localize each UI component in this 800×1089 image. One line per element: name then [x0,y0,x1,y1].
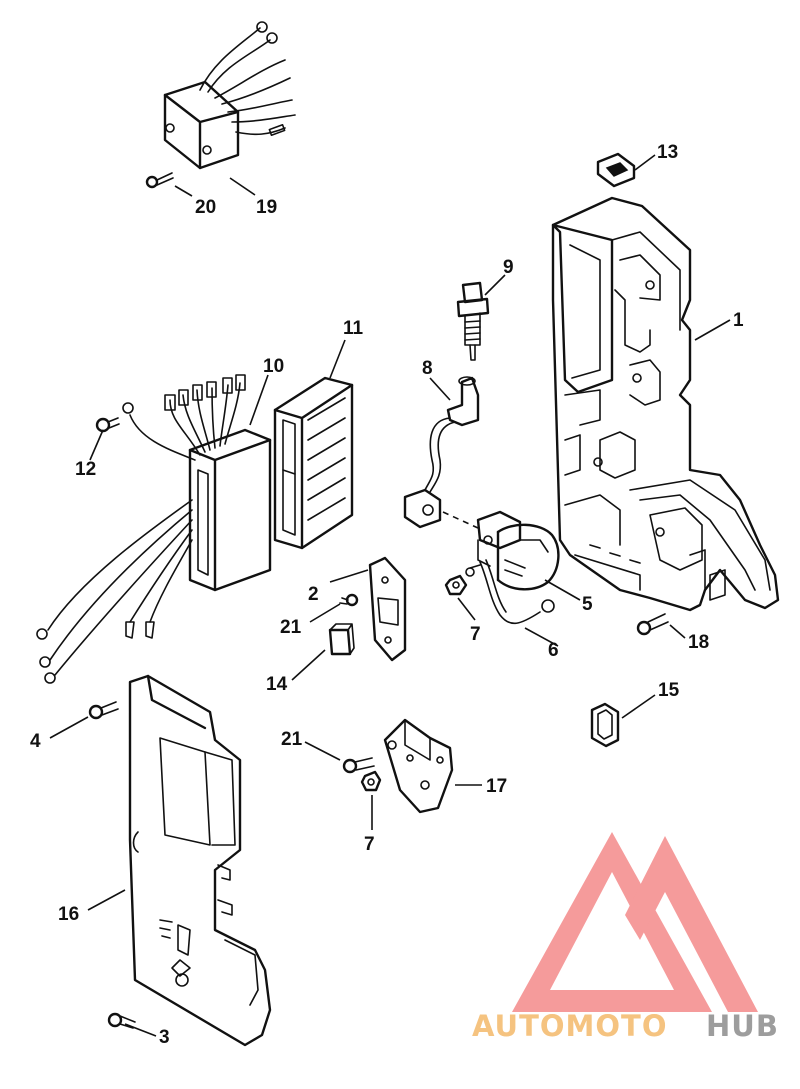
part-9-terminal [456,281,490,361]
part-7-nut-upper [444,574,468,596]
callout-20: 20 [195,197,216,218]
callout-11: 11 [343,318,364,339]
callout-12: 12 [75,459,96,480]
watermark-triangle-accent [625,836,758,1012]
part-8-lead [403,376,480,529]
callout-2: 2 [308,584,319,605]
callout-18: 18 [688,632,709,653]
part-16-mount-plate [128,674,272,1047]
callout-1: 1 [733,310,744,331]
callout-10: 10 [263,356,284,377]
callout-9: 9 [503,257,514,278]
callout-14: 14 [266,674,288,695]
part-10-switch-box [36,374,272,684]
part-21-screw-upper [339,593,359,607]
alignment-dashes [442,511,479,529]
watermark-text-secondary: HUB [706,1009,779,1043]
watermark-text-primary: AUTOMOTO [472,1009,667,1043]
part-12-screw [95,417,120,433]
callout-21-upper: 21 [280,617,302,638]
part-6-ground-lead [465,559,555,625]
callout-5: 5 [582,594,593,615]
callout-labels: 1 2 3 4 5 6 7 7 8 9 10 11 12 13 14 15 16… [30,142,744,1048]
callout-15: 15 [658,680,680,701]
part-18-bolt [636,613,669,636]
part-14-grommet [328,623,355,656]
callout-19: 19 [256,197,277,218]
callout-21-lower: 21 [281,729,303,750]
part-11-cover [273,376,354,550]
part-3-screw [107,1012,136,1029]
callout-4: 4 [30,731,41,752]
part-5-coil [476,510,560,591]
watermark-triangle-shape [512,832,712,1012]
part-13-clip [596,152,636,188]
part-4-screw [88,701,119,720]
part-7-nut-lower [360,770,382,792]
callout-8: 8 [422,358,433,379]
callout-7-lower: 7 [364,834,375,855]
part-17-module [383,718,454,814]
part-20-screw [145,172,174,189]
callout-16: 16 [58,904,79,925]
callout-6: 6 [548,640,559,661]
callout-7-upper: 7 [470,624,481,645]
part-15-clip [590,702,620,748]
part-1-housing [551,196,780,612]
leader-lines [49,154,731,1037]
part-2-bracket [368,556,407,662]
watermark-logo: AUTOMOTO HUB [472,832,779,1043]
part-19-rectifier [163,21,296,170]
callout-13: 13 [657,142,678,163]
watermark-triangle-cut [584,932,640,985]
part-21-screw-lower [342,757,375,774]
callout-3: 3 [159,1027,170,1048]
callout-17: 17 [486,776,507,797]
